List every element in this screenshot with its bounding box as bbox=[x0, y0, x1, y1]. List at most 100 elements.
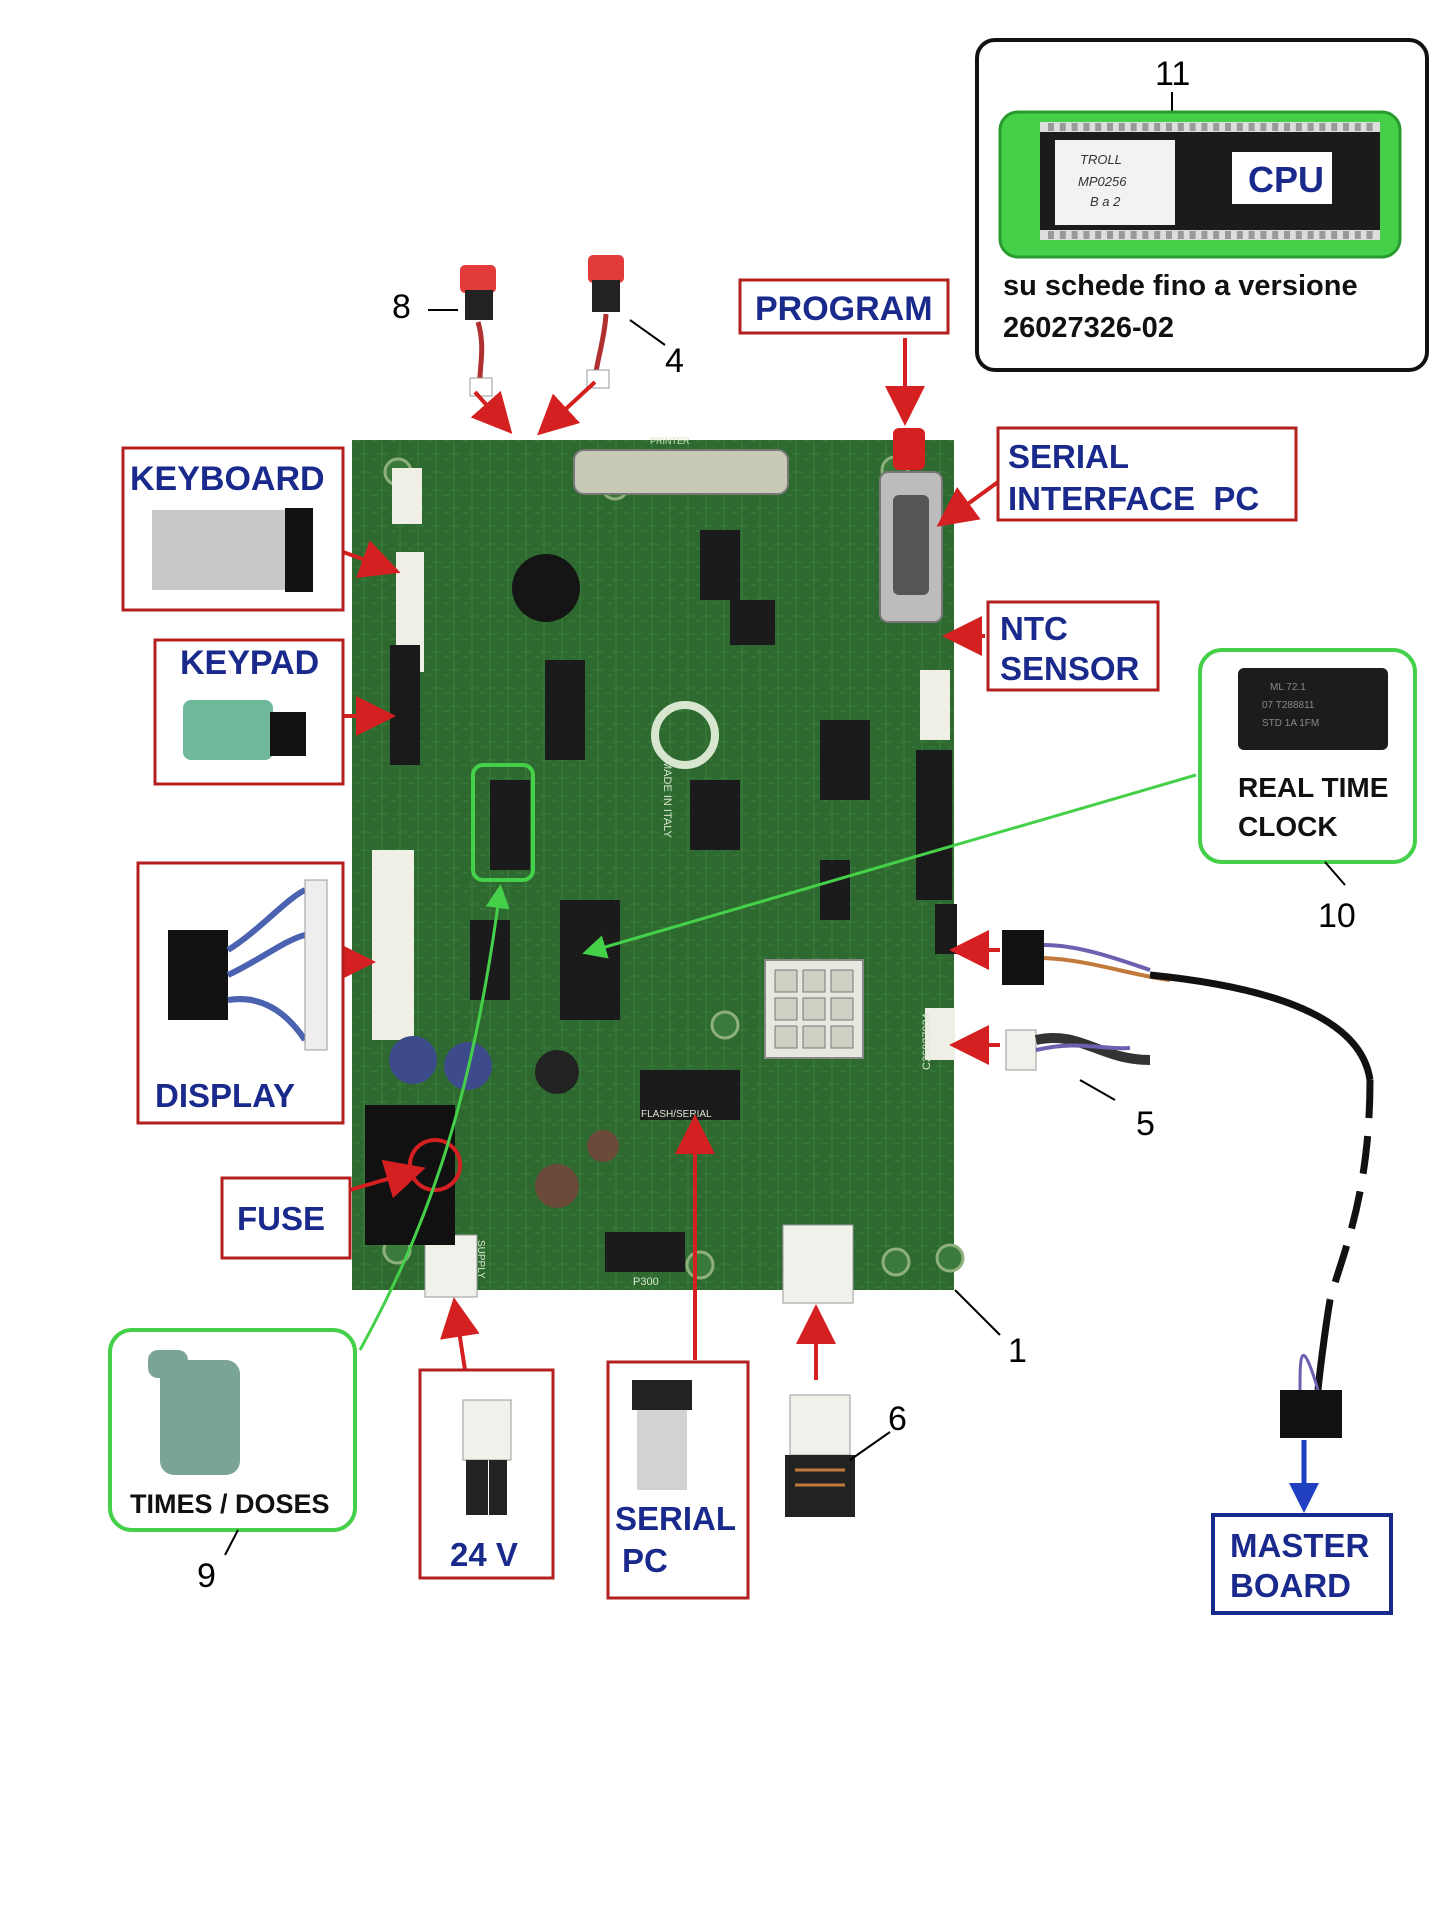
number-6: 6 bbox=[888, 1400, 907, 1438]
board-p300: P300 bbox=[633, 1276, 659, 1288]
keypad-cable bbox=[183, 700, 273, 760]
number-10: 10 bbox=[1318, 897, 1356, 935]
serial-interface-pc-callout: SERIAL INTERFACE PC bbox=[996, 426, 1298, 522]
cpu-pin bbox=[1048, 231, 1054, 239]
display-connector bbox=[168, 930, 228, 1020]
cpu-note-line2: 26027326-02 bbox=[1003, 312, 1174, 344]
cpu-pin bbox=[1260, 123, 1267, 131]
cpu-pin bbox=[1225, 123, 1231, 131]
cpu-pin bbox=[1154, 123, 1161, 131]
24v-connector bbox=[462, 1399, 512, 1461]
fuse-callout: FUSE bbox=[220, 1176, 352, 1260]
keyboard-ribbon-cable bbox=[152, 510, 302, 590]
cpu-pin bbox=[1083, 123, 1090, 131]
cpu-pin bbox=[1213, 123, 1220, 131]
cpu-pin bbox=[1343, 231, 1349, 239]
cpu-chip-rev: B a 2 bbox=[1090, 194, 1121, 209]
cpu-pin bbox=[1059, 123, 1066, 131]
cpu-pin bbox=[1236, 123, 1243, 131]
times-doses-callout: TIMES / DOSES bbox=[108, 1328, 357, 1532]
serial-pc-connector bbox=[632, 1380, 692, 1410]
cpu-pin bbox=[1118, 123, 1125, 131]
cpu-pin bbox=[1166, 123, 1172, 131]
cpu-pin bbox=[1130, 231, 1137, 239]
rtc-chip bbox=[1238, 668, 1388, 750]
cpu-pin bbox=[1048, 123, 1054, 131]
master-label-2: BOARD bbox=[1230, 1567, 1351, 1604]
green-arrows bbox=[358, 773, 1197, 1351]
cpu-pin bbox=[1248, 123, 1255, 131]
board-supply: SUPPLY bbox=[475, 1240, 486, 1279]
keyboard-label: KEYBOARD bbox=[130, 460, 325, 498]
cpu-pin bbox=[1366, 123, 1373, 131]
fuse-label: FUSE bbox=[237, 1200, 325, 1237]
cpu-pin bbox=[1189, 123, 1196, 131]
cpu-pin bbox=[1142, 231, 1149, 239]
cpu-chip-mark: TROLL bbox=[1080, 152, 1122, 167]
cpu-note-line1: su schede fino a versione bbox=[1003, 270, 1358, 302]
program-callout: PROGRAM bbox=[738, 278, 950, 335]
rtc-slot-frame bbox=[471, 763, 535, 882]
serial-pc-callout: SERIAL PC bbox=[606, 1360, 750, 1600]
button-8 bbox=[460, 265, 496, 397]
cpu-inset: 11 TROLL MP0256 B a 2 CPU su schede fino… bbox=[975, 38, 1429, 372]
cpu-pin bbox=[1343, 123, 1349, 131]
cpu-pin bbox=[1295, 123, 1302, 131]
rtc-chip-text-2: 07 T288811 bbox=[1262, 700, 1315, 711]
cpu-pin bbox=[1284, 123, 1290, 131]
number-5: 5 bbox=[1136, 1105, 1155, 1143]
cpu-pin bbox=[1331, 231, 1338, 239]
rtc-callout: ML 72.1 07 T288811 STD 1A 1FM REAL TIME … bbox=[1198, 648, 1417, 864]
connector-arrows bbox=[336, 338, 1000, 1380]
board-printer-text: PRINTER bbox=[650, 436, 690, 446]
rtc-label-2: CLOCK bbox=[1238, 811, 1338, 842]
rtc-chip-text-1: ML 72.1 bbox=[1270, 682, 1306, 693]
cpu-pin bbox=[1107, 123, 1113, 131]
program-label: PROGRAM bbox=[755, 290, 933, 328]
ntc-label-2: SENSOR bbox=[1000, 650, 1140, 687]
number-9: 9 bbox=[197, 1557, 216, 1595]
button-4 bbox=[586, 255, 624, 389]
cpu-pin bbox=[1213, 231, 1220, 239]
cpu-pin bbox=[1354, 231, 1361, 239]
serial-interface-label-1: SERIAL bbox=[1008, 438, 1129, 475]
cpu-pin bbox=[1295, 231, 1302, 239]
times-doses-key bbox=[160, 1360, 240, 1475]
serial-pc-label-2: PC bbox=[622, 1542, 668, 1579]
master-board-cable bbox=[1002, 930, 1374, 1513]
cpu-pin bbox=[1177, 231, 1184, 239]
cpu-pin bbox=[1272, 123, 1279, 131]
connector-6 bbox=[785, 1394, 855, 1517]
cpu-pin bbox=[1201, 123, 1208, 131]
ntc-label-1: NTC bbox=[1000, 610, 1068, 647]
cpu-pin bbox=[1059, 231, 1066, 239]
number-4: 4 bbox=[665, 342, 684, 380]
cpu-chip-pins bbox=[1048, 123, 1373, 239]
cpu-pin bbox=[1284, 231, 1290, 239]
master-board-callout: MASTER BOARD bbox=[1211, 1513, 1393, 1615]
cpu-pin bbox=[1319, 231, 1326, 239]
cpu-pin bbox=[1189, 231, 1196, 239]
cpu-chip-model: MP0256 bbox=[1078, 174, 1127, 189]
cpu-pin bbox=[1177, 123, 1184, 131]
cpu-pin bbox=[1225, 231, 1231, 239]
cpu-label: CPU bbox=[1248, 159, 1324, 200]
cpu-pin bbox=[1071, 123, 1078, 131]
cpu-pin bbox=[1236, 231, 1243, 239]
number-11: 11 bbox=[1155, 55, 1190, 93]
number-1: 1 bbox=[1008, 1332, 1027, 1370]
cpu-pin bbox=[1118, 231, 1125, 239]
cpu-pin bbox=[1201, 231, 1208, 239]
cpu-pin bbox=[1331, 123, 1338, 131]
display-callout: DISPLAY bbox=[136, 861, 345, 1125]
connector-5 bbox=[1005, 1029, 1151, 1071]
rtc-label-1: REAL TIME bbox=[1238, 772, 1388, 803]
cpu-pin bbox=[1130, 123, 1137, 131]
board-flash-serial: FLASH/SERIAL bbox=[641, 1109, 712, 1120]
cpu-pin bbox=[1272, 231, 1279, 239]
number-8: 8 bbox=[392, 288, 411, 326]
cpu-pin bbox=[1307, 231, 1314, 239]
cpu-pin bbox=[1307, 123, 1314, 131]
cpu-pin bbox=[1095, 231, 1102, 239]
